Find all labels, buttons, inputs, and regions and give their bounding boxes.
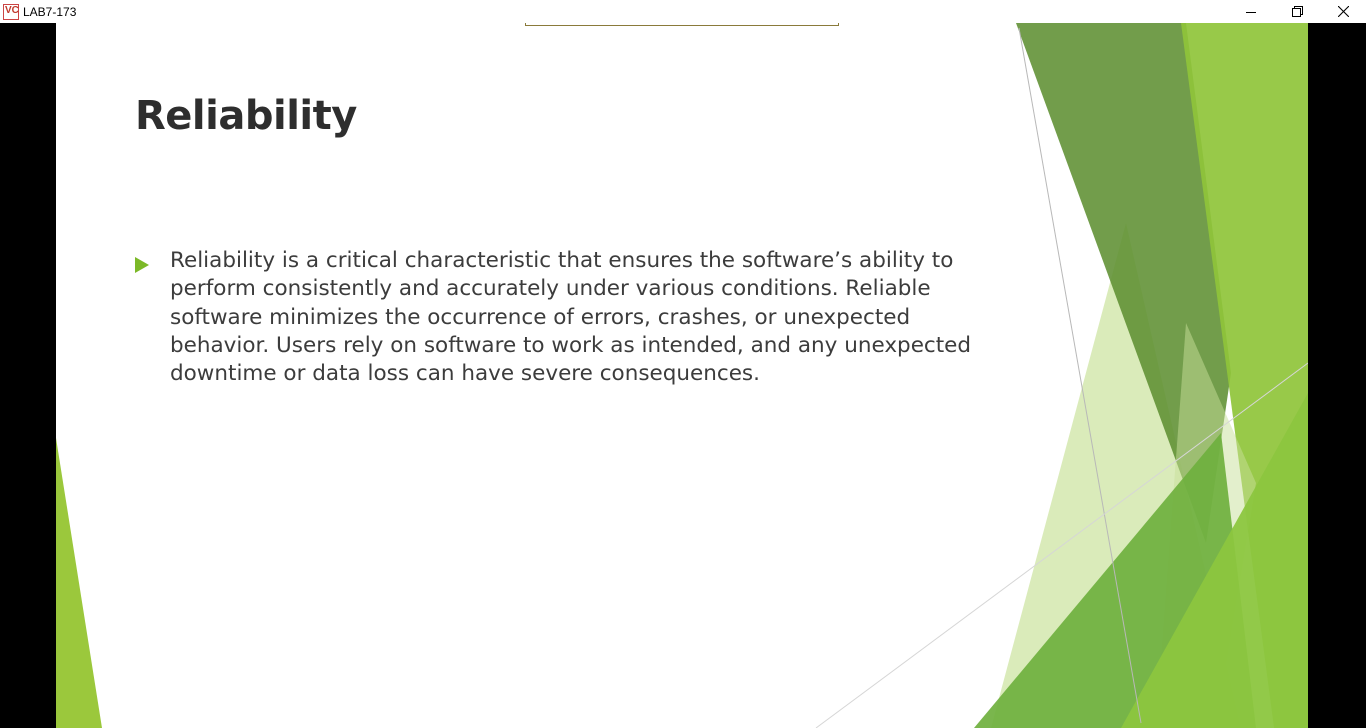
bullet-arrow-icon: [135, 247, 170, 388]
slide-top-textbox: [525, 23, 839, 26]
presentation-slide: Reliability Reliability is a critical ch…: [56, 23, 1308, 728]
app-icon-label: VC: [5, 4, 19, 16]
close-button[interactable]: [1320, 0, 1366, 23]
app-icon: VC: [3, 3, 19, 20]
slide-decoration-shapes: [56, 23, 1308, 728]
restore-icon: [1291, 6, 1303, 17]
minimize-icon: [1246, 11, 1256, 13]
restore-button[interactable]: [1274, 0, 1320, 23]
window-controls: [1228, 0, 1366, 23]
minimize-button[interactable]: [1228, 0, 1274, 23]
window-title: LAB7-173: [23, 4, 77, 19]
close-icon: [1337, 6, 1349, 17]
bullet-item: Reliability is a critical characteristic…: [135, 247, 1015, 388]
slide-title: Reliability: [135, 93, 357, 139]
bullet-text: Reliability is a critical characteristic…: [170, 248, 972, 387]
window-titlebar: VC LAB7-173: [0, 0, 1366, 23]
